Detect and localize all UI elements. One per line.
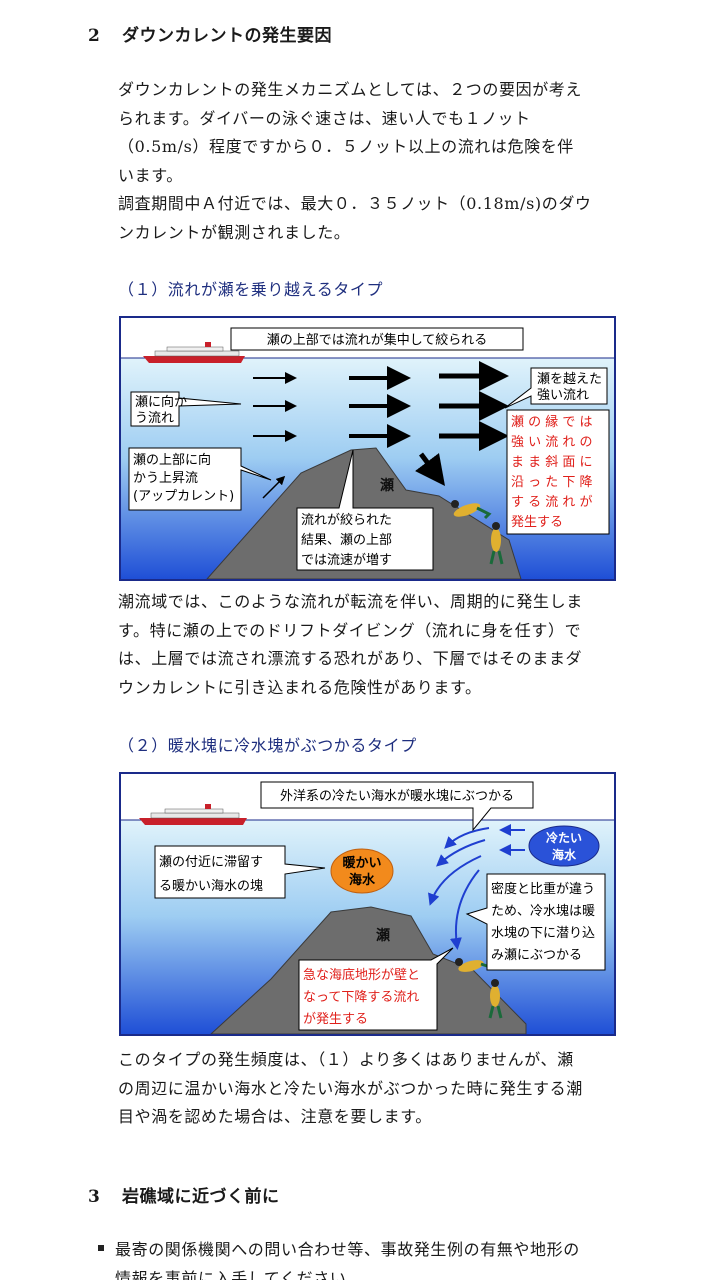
- right-callout-line: 強い流れ: [537, 388, 589, 403]
- warm-callout-line: 瀬の付近に滞留す: [159, 855, 263, 870]
- intro-line: ンカレントが観測されました。: [118, 222, 351, 242]
- figure-type1-diagram: 瀬: [121, 318, 614, 579]
- figure-type1: 瀬: [119, 316, 616, 581]
- bullet-dot: [98, 1244, 104, 1251]
- section-2-number: 2: [88, 26, 101, 46]
- cold-label-line: 海水: [552, 847, 577, 862]
- intro-line: （0.5m/s）程度ですから０．５ノット以上の流れは危険を伴: [118, 137, 574, 156]
- left-callout-line: う流れ: [135, 411, 174, 426]
- red-callout-line: 強 い 流 れ の: [511, 435, 593, 450]
- type2-explanation: このタイプの発生頻度は、（１）より多くはありませんが、瀬 の周辺に温かい海水と冷…: [118, 1046, 638, 1132]
- right-callout-line: 瀬を越えた: [537, 372, 602, 387]
- intro-line: られます。ダイバーの泳ぐ速さは、速い人でも１ノット: [118, 108, 531, 128]
- type2-line: 目や渦を認めた場合は、注意を要します。: [118, 1107, 432, 1126]
- center-callout-line: 結果、瀬の上部: [301, 533, 392, 548]
- upcurrent-callout-line: (アップカレント): [133, 489, 234, 504]
- red-callout-line: 瀬 の 縁 で は: [511, 414, 593, 430]
- warm-label-line: 海水: [349, 872, 376, 888]
- cold-flow-arrows: [428, 824, 525, 950]
- red-callout-line: す る 流 れ が: [511, 495, 593, 510]
- ship-icon: [143, 342, 245, 363]
- red-callout-line: 沿 っ た 下 降: [511, 475, 593, 490]
- intro-paragraph: ダウンカレントの発生メカニズムとしては、２つの要因が考え られます。ダイバーの泳…: [118, 76, 638, 247]
- red-callout-line: なって下降する流れ: [303, 990, 419, 1005]
- density-callout-line: 密度と比重が違う: [491, 881, 595, 897]
- top-callout: 外洋系の冷たい海水が暖水塊にぶつかる: [280, 788, 514, 804]
- red-callout-line: が発生する: [303, 1012, 368, 1027]
- figure-type2-diagram: 瀬 暖かい 海水 冷たい 海水: [121, 774, 614, 1034]
- reef-label: 瀬: [376, 927, 390, 944]
- section-3-bullet: 最寄の関係機関への問い合わせ等、事故発生例の有無や地形の 情報を事前に入手してく…: [98, 1236, 658, 1280]
- density-callout-line: ため、冷水塊は暖: [491, 903, 595, 919]
- center-callout-line: では流速が増す: [301, 553, 392, 568]
- cold-water-mass: [528, 825, 600, 867]
- upcurrent-callout-line: かう上昇流: [133, 471, 198, 486]
- reef-label: 瀬: [380, 477, 394, 494]
- red-callout-line: 急な海底地形が壁と: [303, 967, 420, 983]
- density-callout-line: 水塊の下に潜り込: [491, 925, 595, 941]
- type1-line: は、上層では流され漂流する恐れがあり、下層ではそのままダ: [118, 649, 583, 668]
- section-2-heading: 2 ダウンカレントの発生要因: [88, 21, 332, 46]
- diver-icon: [489, 522, 504, 565]
- left-callout-line: 瀬に向か: [135, 394, 187, 410]
- bullet-line: 情報を事前に入手してください。: [115, 1268, 364, 1280]
- red-callout-line: 発生する: [511, 515, 563, 530]
- type1-heading: （１）流れが瀬を乗り越えるタイプ: [118, 280, 384, 299]
- upcurrent-callout-line: 瀬の上部に向: [133, 452, 211, 468]
- figure-type2: 瀬 暖かい 海水 冷たい 海水: [119, 772, 616, 1036]
- warm-water-mass: [330, 848, 394, 894]
- intro-line: ダウンカレントの発生メカニズムとしては、２つの要因が考え: [118, 80, 583, 99]
- diver-icon: [488, 979, 503, 1019]
- warm-label-line: 暖かい: [342, 855, 381, 871]
- red-callout-line: ま ま 斜 面 に: [511, 455, 593, 470]
- diver-icon: [451, 500, 492, 520]
- flow-arrows: [253, 361, 509, 499]
- section-3-heading: 3 岩礁域に近づく前に: [88, 1182, 280, 1207]
- cold-label-line: 冷たい: [546, 830, 582, 845]
- center-callout-line: 流れが絞られた: [301, 513, 392, 528]
- type1-line: す。特に瀬の上でのドリフトダイビング（流れに身を任す）で: [118, 620, 582, 640]
- type1-line: ウンカレントに引き込まれる危険性があります。: [118, 677, 482, 697]
- type2-heading: （２）暖水塊に冷水塊がぶつかるタイプ: [118, 736, 417, 755]
- ship-icon: [139, 804, 247, 825]
- section-2-title: ダウンカレントの発生要因: [122, 26, 332, 46]
- section-3-title: 岩礁域に近づく前に: [122, 1187, 280, 1207]
- top-callout: 瀬の上部では流れが集中して絞られる: [267, 332, 488, 348]
- type1-explanation: 潮流域では、このような流れが転流を伴い、周期的に発生しま す。特に瀬の上でのドリ…: [118, 588, 638, 702]
- bullet-line: 最寄の関係機関への問い合わせ等、事故発生例の有無や地形の: [115, 1240, 580, 1259]
- warm-callout-line: る暖かい海水の塊: [159, 878, 263, 894]
- density-callout-line: み瀬にぶつかる: [491, 948, 582, 963]
- intro-line: います。: [118, 165, 183, 185]
- type2-line: このタイプの発生頻度は、（１）より多くはありませんが、瀬: [118, 1050, 574, 1069]
- type2-line: の周辺に温かい海水と冷たい海水がぶつかった時に発生する潮: [118, 1078, 583, 1098]
- type1-line: 潮流域では、このような流れが転流を伴い、周期的に発生しま: [118, 592, 583, 611]
- section-3-number: 3: [88, 1187, 101, 1207]
- intro-line: 調査期間中Ａ付近では、最大０．３５ノット（0.18m/s)のダウ: [118, 194, 592, 213]
